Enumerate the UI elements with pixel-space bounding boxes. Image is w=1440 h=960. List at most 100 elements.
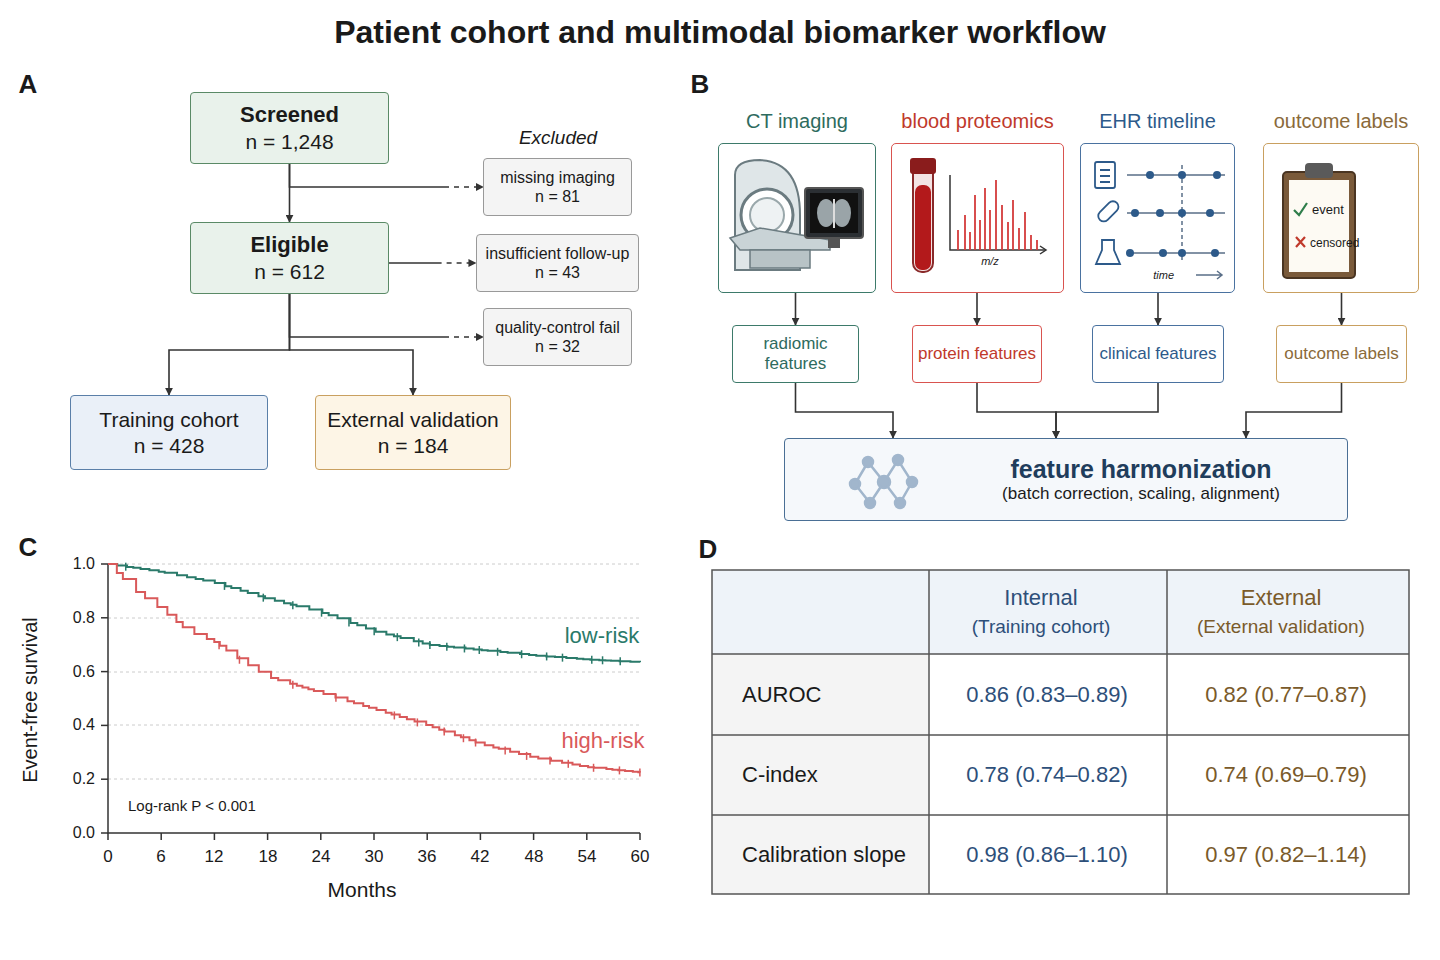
ct-scanner-icon bbox=[730, 160, 863, 270]
censor-mark bbox=[446, 643, 448, 651]
text-label: 1.0 bbox=[73, 554, 95, 573]
text-label: Internal bbox=[1004, 585, 1077, 611]
label-anchor: 24 bbox=[312, 847, 331, 867]
drawing-part bbox=[712, 570, 1409, 654]
box-heading: radiomic features bbox=[733, 334, 858, 375]
connector-arrow bbox=[795, 293, 797, 325]
label-anchor: 0.6 bbox=[73, 662, 95, 681]
drawing-part bbox=[101, 564, 108, 833]
drawing-part bbox=[1289, 180, 1349, 272]
text-label: censored bbox=[1310, 236, 1359, 250]
drawing-part bbox=[1096, 199, 1121, 224]
process-box: clinical features bbox=[1092, 325, 1224, 383]
label-anchor: (External validation) bbox=[1197, 616, 1365, 639]
spectrum-peak bbox=[969, 232, 971, 250]
drawing-part bbox=[1213, 171, 1221, 179]
drawing-part bbox=[1206, 209, 1214, 217]
process-box: Eligiblen = 612 bbox=[190, 222, 389, 294]
axis-tick bbox=[101, 725, 108, 727]
text-label: 0.2 bbox=[73, 769, 95, 788]
data-source-panel: blood proteomics bbox=[891, 105, 1063, 293]
connector-arrow bbox=[290, 294, 484, 337]
text-label: Calibration slope bbox=[742, 842, 906, 868]
drawing-part bbox=[1283, 172, 1355, 278]
censor-mark bbox=[546, 652, 548, 660]
text-label: 0.97 (0.82–1.14) bbox=[1205, 842, 1366, 868]
spectrum-peak bbox=[989, 210, 991, 250]
label-anchor: C-index bbox=[742, 762, 818, 788]
drawing-part bbox=[1096, 240, 1120, 264]
spectrum-peak bbox=[964, 215, 966, 250]
drawing-part bbox=[810, 193, 858, 233]
box-heading: Training cohort bbox=[99, 407, 238, 432]
text-label: 60 bbox=[631, 847, 650, 867]
label-anchor: low-risk bbox=[565, 623, 640, 649]
connector-arrow bbox=[389, 262, 476, 264]
process-box: External validationn = 184 bbox=[315, 395, 511, 470]
drawing-part bbox=[828, 238, 840, 248]
censor-mark bbox=[504, 746, 506, 754]
text-label: 30 bbox=[365, 847, 384, 867]
censor-mark bbox=[373, 627, 375, 635]
label-anchor: 0.86 (0.83–0.89) bbox=[966, 682, 1127, 708]
censor-mark bbox=[418, 639, 420, 647]
text-label: External bbox=[1241, 585, 1322, 611]
censor-mark bbox=[463, 734, 465, 742]
process-box: Training cohortn = 428 bbox=[70, 395, 268, 470]
box-heading: clinical features bbox=[1099, 344, 1216, 364]
censor-mark bbox=[526, 752, 528, 760]
box-heading: feature harmonization bbox=[1010, 454, 1271, 484]
box-heading: External validation bbox=[327, 407, 499, 432]
text-label: m/z bbox=[981, 255, 999, 268]
axis-tick bbox=[373, 833, 375, 840]
drawing-part bbox=[1126, 249, 1134, 257]
axis-tick bbox=[101, 617, 108, 619]
text-label: 36 bbox=[418, 847, 437, 867]
spectrum-peak bbox=[1036, 240, 1038, 250]
censor-mark bbox=[218, 641, 220, 649]
ehr-icon bbox=[1095, 162, 1225, 279]
drawing-part bbox=[833, 199, 835, 228]
label-anchor: 0.0 bbox=[73, 823, 95, 842]
label-anchor: 18 bbox=[259, 847, 278, 867]
label-anchor: 6 bbox=[156, 847, 165, 867]
text-label: Event-free survival bbox=[18, 617, 42, 783]
label-anchor: 0.4 bbox=[73, 715, 95, 734]
drawing-part bbox=[1095, 162, 1115, 188]
text-label: 42 bbox=[471, 847, 490, 867]
text-label: (Training cohort) bbox=[972, 616, 1111, 639]
text-label: Excluded bbox=[519, 127, 597, 150]
censor-mark bbox=[397, 633, 399, 641]
drawing-part bbox=[1178, 209, 1186, 217]
axis-tick bbox=[639, 833, 641, 840]
drawing-part bbox=[108, 564, 640, 779]
drawing-part bbox=[817, 199, 835, 227]
text-label: (External validation) bbox=[1197, 616, 1365, 639]
box-heading: quality-control fail bbox=[495, 318, 620, 337]
label-anchor: A bbox=[19, 69, 38, 100]
label-anchor: event bbox=[1312, 202, 1344, 218]
censor-mark bbox=[639, 768, 641, 776]
figure-title: Patient cohort and multimodal biomarker … bbox=[0, 14, 1440, 51]
censor-mark bbox=[394, 711, 396, 719]
drawing-part bbox=[1178, 171, 1186, 179]
text-label: 0.4 bbox=[73, 715, 95, 734]
drawing-part bbox=[910, 158, 936, 174]
label-anchor: AUROC bbox=[742, 682, 821, 708]
proteomics-icon bbox=[910, 158, 1046, 272]
box-heading: Screened bbox=[240, 102, 339, 128]
survival-curve bbox=[108, 564, 640, 772]
drawing-part bbox=[108, 564, 640, 833]
drawing-part bbox=[1040, 246, 1046, 254]
censor-mark bbox=[521, 650, 523, 658]
censor-mark bbox=[479, 646, 481, 654]
censor-mark bbox=[464, 644, 466, 652]
text-label: C bbox=[19, 532, 38, 563]
connector-arrow bbox=[1341, 293, 1343, 325]
text-label: high-risk bbox=[561, 728, 644, 754]
drawing-part bbox=[950, 175, 1045, 250]
drawing-part bbox=[1156, 209, 1164, 217]
results-table bbox=[712, 570, 1409, 894]
box-heading: missing imaging bbox=[500, 168, 615, 187]
